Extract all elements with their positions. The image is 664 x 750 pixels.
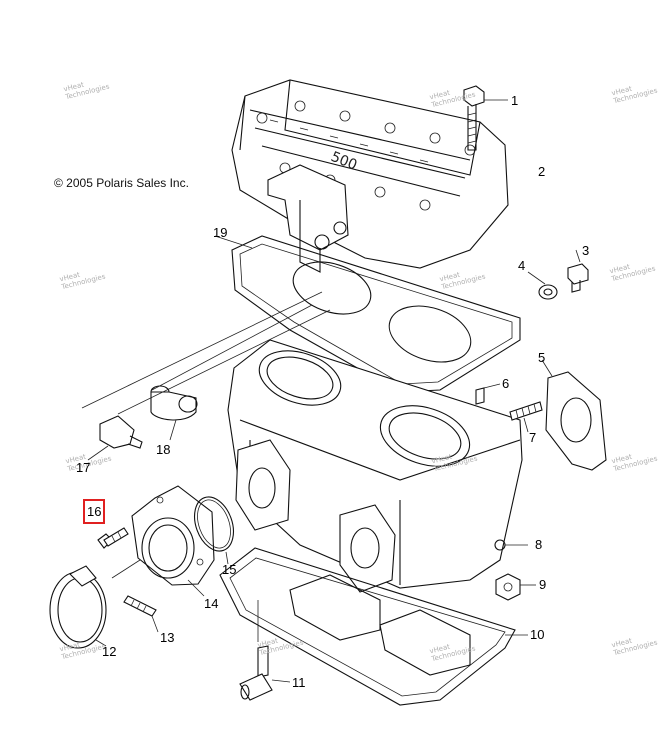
sensor-sleeve [150,385,198,441]
head-bolt [463,85,508,151]
highlighted-callout-box [83,499,105,524]
sealing-washer [527,271,558,300]
adapter-screw [97,527,129,549]
water-fitting [239,645,291,701]
bleed-screw [567,249,589,293]
callout-5[interactable]: 5 [538,350,546,365]
intake-clamp [49,565,107,649]
cylinder-head-cover: 500 [231,79,509,273]
intake-o-ring [194,496,234,565]
callout-8[interactable]: 8 [535,537,543,552]
callout-12[interactable]: 12 [102,644,117,659]
callout-16[interactable]: 16 [87,504,102,519]
callout-13[interactable]: 13 [160,630,175,645]
callout-19[interactable]: 19 [213,225,228,240]
cylinder-block [227,339,528,593]
callout-2[interactable]: 2 [538,164,546,179]
base-gasket [219,547,528,706]
callout-14[interactable]: 14 [204,596,219,611]
dowel-pin [475,383,501,405]
callout-7[interactable]: 7 [529,430,537,445]
callout-18[interactable]: 18 [156,442,171,457]
flange-nut [495,573,536,601]
head-gasket [214,235,521,393]
intake-adapter [131,485,215,597]
callout-15[interactable]: 15 [222,562,237,577]
assembly-leader-lines [81,291,331,642]
callout-17[interactable]: 17 [76,460,91,475]
callout-6[interactable]: 6 [502,376,510,391]
callout-4[interactable]: 4 [518,258,526,273]
copyright-notice: © 2005 Polaris Sales Inc. [54,176,189,190]
callout-1[interactable]: 1 [511,93,519,108]
exhaust-gasket [541,359,607,471]
temperature-sensor [87,415,143,461]
callout-3[interactable]: 3 [582,243,590,258]
callout-11[interactable]: 11 [292,675,306,690]
callout-10[interactable]: 10 [530,627,545,642]
callout-9[interactable]: 9 [539,577,547,592]
exhaust-stud [509,401,543,433]
clamp-screw [123,595,159,633]
